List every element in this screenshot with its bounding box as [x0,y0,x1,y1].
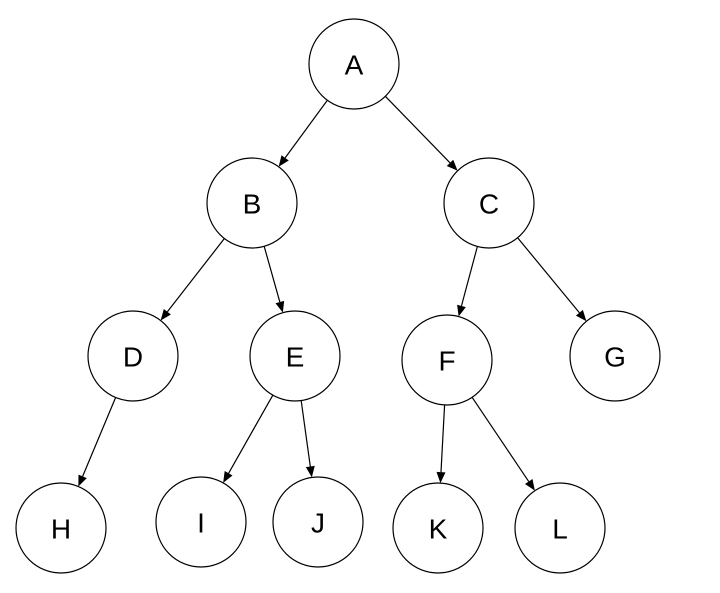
edge-line-C-G [517,237,580,314]
node-I: I [155,476,247,568]
node-E: E [249,310,341,402]
node-C: C [443,157,535,249]
node-D-circle [87,310,179,402]
edge-line-B-D [166,238,225,313]
node-D-label: D [123,342,143,373]
node-L-circle [514,482,606,574]
arrowhead-icon [278,155,289,167]
node-C-circle [443,157,535,249]
node-L: L [514,482,606,574]
node-A: A [308,18,400,110]
node-D: D [87,310,179,402]
node-H-label: H [51,514,71,545]
node-L-label: L [552,514,568,545]
edge-A-C [384,95,458,171]
node-G: G [569,310,661,402]
node-A-circle [308,18,400,110]
node-B-label: B [243,189,262,220]
arrowhead-icon [525,479,535,491]
edge-line-E-I [228,394,274,474]
edge-line-D-H [82,397,117,477]
arrowhead-icon [160,309,171,321]
node-F: F [401,314,493,406]
node-C-label: C [479,189,499,220]
edge-line-F-K [440,404,446,473]
node-H: H [15,482,107,574]
edge-line-B-E [263,246,281,303]
edge-line-A-B [284,99,328,159]
node-J-circle [272,476,364,568]
edge-line-C-F [460,246,478,307]
node-A-label: A [345,50,364,81]
edge-C-F [457,246,478,317]
edge-line-F-L [471,397,530,482]
arrowhead-icon [223,471,233,483]
node-I-circle [155,476,247,568]
edge-D-H [78,397,117,487]
node-K: K [392,482,484,574]
node-F-circle [401,314,493,406]
node-B-circle [206,157,298,249]
edge-line-E-J [300,400,311,467]
nodes-layer: A B C D E F G H [15,18,661,574]
arrowhead-icon [275,300,285,313]
node-K-circle [392,482,484,574]
node-K-label: K [429,514,448,545]
arrowhead-icon [436,471,446,484]
arrowhead-icon [305,465,315,478]
node-H-circle [15,482,107,574]
edges-layer [78,95,587,491]
arrowhead-icon [78,474,87,487]
edge-C-G [517,237,587,322]
node-B: B [206,157,298,249]
node-I-label: I [197,508,205,539]
node-G-label: G [604,342,626,373]
node-E-circle [249,310,341,402]
edge-F-L [471,397,535,491]
edge-E-J [300,400,315,478]
edge-B-E [263,246,285,313]
node-J: J [272,476,364,568]
arrowhead-icon [575,309,587,322]
node-G-circle [569,310,661,402]
edge-E-I [223,394,274,483]
edge-line-A-C [384,95,451,164]
edge-B-D [160,238,225,321]
node-E-label: E [286,342,305,373]
node-J-label: J [311,508,325,539]
edge-A-B [278,99,328,167]
arrowhead-icon [446,159,458,171]
arrowhead-icon [457,304,466,317]
edge-F-K [436,404,446,484]
node-F-label: F [438,346,455,377]
